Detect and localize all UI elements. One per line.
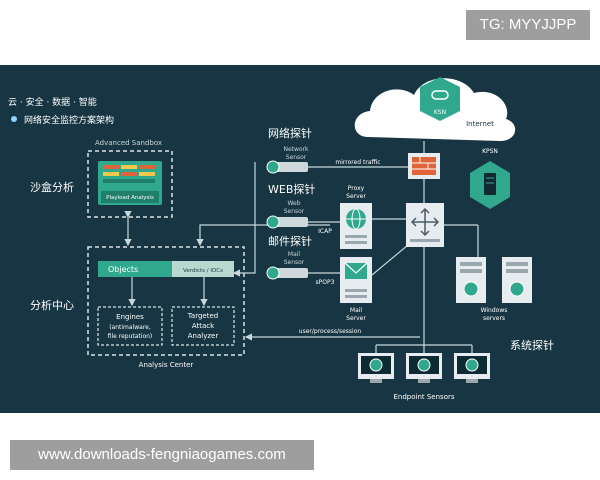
objects-label: Objects bbox=[108, 265, 138, 274]
envelope-icon bbox=[345, 263, 367, 279]
targeted-label-2: Attack bbox=[192, 322, 215, 330]
kpsn-label: KPSN bbox=[482, 148, 498, 155]
playload-box bbox=[101, 191, 159, 203]
targeted-box bbox=[171, 306, 235, 346]
sandbox-title: Advanced Sandbox bbox=[95, 139, 162, 147]
router-icon bbox=[410, 207, 440, 237]
engines-label-1: Engines bbox=[116, 313, 144, 321]
mail-cn-label: 邮件探针 bbox=[268, 234, 312, 248]
proxy-label-1: Proxy bbox=[348, 185, 365, 192]
web-cn-label: WEB探针 bbox=[268, 182, 315, 196]
endpoint-monitor-2 bbox=[406, 353, 442, 383]
verdicts-bar bbox=[172, 261, 234, 277]
analysis-center-label: Analysis Center bbox=[139, 361, 194, 369]
verdicts-label: Verdicts / IOCs bbox=[183, 268, 223, 274]
center-cn-label: 分析中心 bbox=[30, 298, 74, 312]
windows-label-2: servers bbox=[483, 315, 505, 322]
internet-label: Internet bbox=[466, 120, 494, 128]
watermark-bottom-left: www.downloads-fengniaogames.com bbox=[10, 440, 314, 470]
ksn-label: KSN bbox=[434, 109, 446, 116]
net-sensor-label-1: Network bbox=[283, 146, 309, 153]
engines-box bbox=[97, 306, 163, 346]
mail-sensor-label-1: Mail bbox=[288, 251, 301, 258]
network-sensor-icon bbox=[266, 160, 280, 174]
web-sensor-label-2: Sensor bbox=[284, 208, 305, 215]
endpoint-label: Endpoint Sensors bbox=[393, 393, 454, 401]
mail-server-label-1: Mail bbox=[350, 307, 363, 314]
mail-sensor-icon bbox=[266, 266, 280, 280]
engines-label-3: file reputation) bbox=[108, 333, 153, 340]
user-process-label: user/process/session bbox=[299, 328, 362, 335]
diagram-panel: 云 · 安全 · 数据 · 智能 网络安全监控方案架构 Advanced San… bbox=[0, 65, 600, 413]
mirrored-label: mirrored traffic bbox=[335, 159, 380, 166]
endpoint-monitor-1 bbox=[358, 353, 394, 383]
endpoint-monitor-3 bbox=[454, 353, 490, 383]
icap-label: ICAP bbox=[318, 228, 332, 235]
targeted-label-1: Targeted bbox=[187, 312, 218, 320]
mail-server-label-2: Server bbox=[346, 315, 366, 322]
watermark-top-right: TG: MYYJJPP bbox=[466, 10, 590, 40]
server-icon bbox=[484, 173, 496, 195]
proxy-label-2: Server bbox=[346, 193, 366, 200]
web-sensor-label-1: Web bbox=[287, 200, 300, 207]
spop3-label: sPOP3 bbox=[316, 279, 335, 286]
lock-icon bbox=[431, 90, 449, 100]
architecture-diagram: 云 · 安全 · 数据 · 智能 网络安全监控方案架构 Advanced San… bbox=[8, 77, 554, 401]
targeted-label-3: Analyzer bbox=[188, 332, 219, 340]
bullet-icon bbox=[11, 116, 17, 122]
web-sensor-icon bbox=[266, 215, 280, 229]
mail-sensor-label-2: Sensor bbox=[284, 259, 305, 266]
net-cn-label: 网络探针 bbox=[268, 126, 312, 140]
windows-sensor-icon-1 bbox=[463, 281, 479, 297]
header-line1: 云 · 安全 · 数据 · 智能 bbox=[8, 96, 97, 108]
firewall-icon bbox=[412, 157, 436, 175]
playload-label: Playload Analysis bbox=[106, 195, 154, 201]
header-line2: 网络安全监控方案架构 bbox=[24, 114, 114, 126]
net-sensor-label-2: Sensor bbox=[286, 154, 307, 161]
sandbox-cn-label: 沙盒分析 bbox=[30, 180, 74, 194]
endpoint-cn-label: 系统探针 bbox=[510, 338, 554, 352]
analysis-center-box bbox=[87, 246, 245, 356]
engines-label-2: (antimalware, bbox=[109, 324, 151, 331]
windows-sensor-icon-2 bbox=[509, 281, 525, 297]
windows-label-1: Windows bbox=[481, 307, 508, 314]
